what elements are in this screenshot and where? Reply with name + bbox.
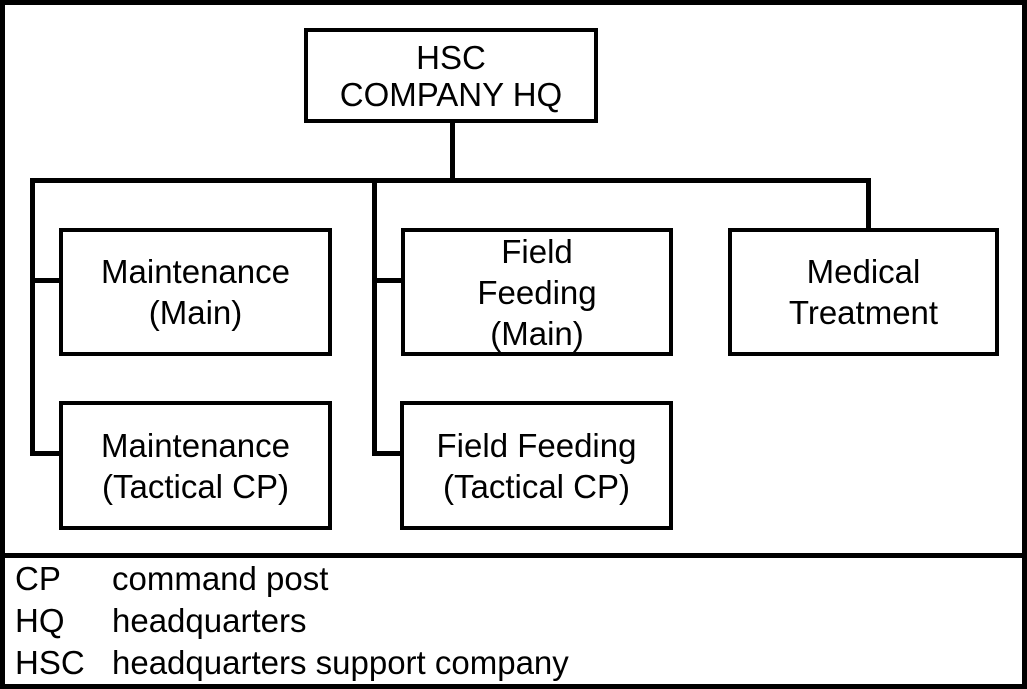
legend-abbr: CP <box>15 560 61 597</box>
org-node-label-line: COMPANY HQ <box>339 75 563 113</box>
org-node-label-line: (Main) <box>148 294 243 331</box>
legend-row-cp: CP command post <box>15 558 569 600</box>
org-node-label-line: Medical <box>806 253 921 290</box>
legend-abbr: HQ <box>15 602 65 639</box>
org-node-label-line: HSC <box>416 38 486 76</box>
org-node-label-line: Maintenance <box>101 253 290 290</box>
legend-definition: command post <box>112 560 329 597</box>
legend: CP command post HQ headquarters HSC head… <box>15 558 569 684</box>
org-node-medical-treatment: Medical Treatment <box>728 228 999 356</box>
org-node-label-line: Field Feeding <box>436 426 637 464</box>
org-node-label-line: (Tactical CP) <box>442 467 631 505</box>
org-node-label-line: Treatment <box>788 294 939 331</box>
org-node-label-line: Feeding <box>477 273 597 311</box>
org-node-hsc-company-hq: HSC COMPANY HQ <box>304 28 598 123</box>
legend-definition: headquarters support company <box>112 644 569 681</box>
org-node-label-line: Maintenance <box>101 426 290 464</box>
org-node-maintenance-main: Maintenance (Main) <box>59 228 332 356</box>
org-node-label-line: Field <box>501 232 573 270</box>
org-node-label-line: (Main) <box>490 314 584 352</box>
org-node-field-feeding-tactical-cp: Field Feeding (Tactical CP) <box>400 401 673 530</box>
org-node-field-feeding-main: Field Feeding (Main) <box>401 228 673 356</box>
legend-row-hsc: HSC headquarters support company <box>15 642 569 684</box>
org-node-maintenance-tactical-cp: Maintenance (Tactical CP) <box>59 401 332 530</box>
org-node-label-line: (Tactical CP) <box>101 467 290 505</box>
legend-row-hq: HQ headquarters <box>15 600 569 642</box>
legend-abbr: HSC <box>15 644 85 681</box>
legend-definition: headquarters <box>112 602 307 639</box>
